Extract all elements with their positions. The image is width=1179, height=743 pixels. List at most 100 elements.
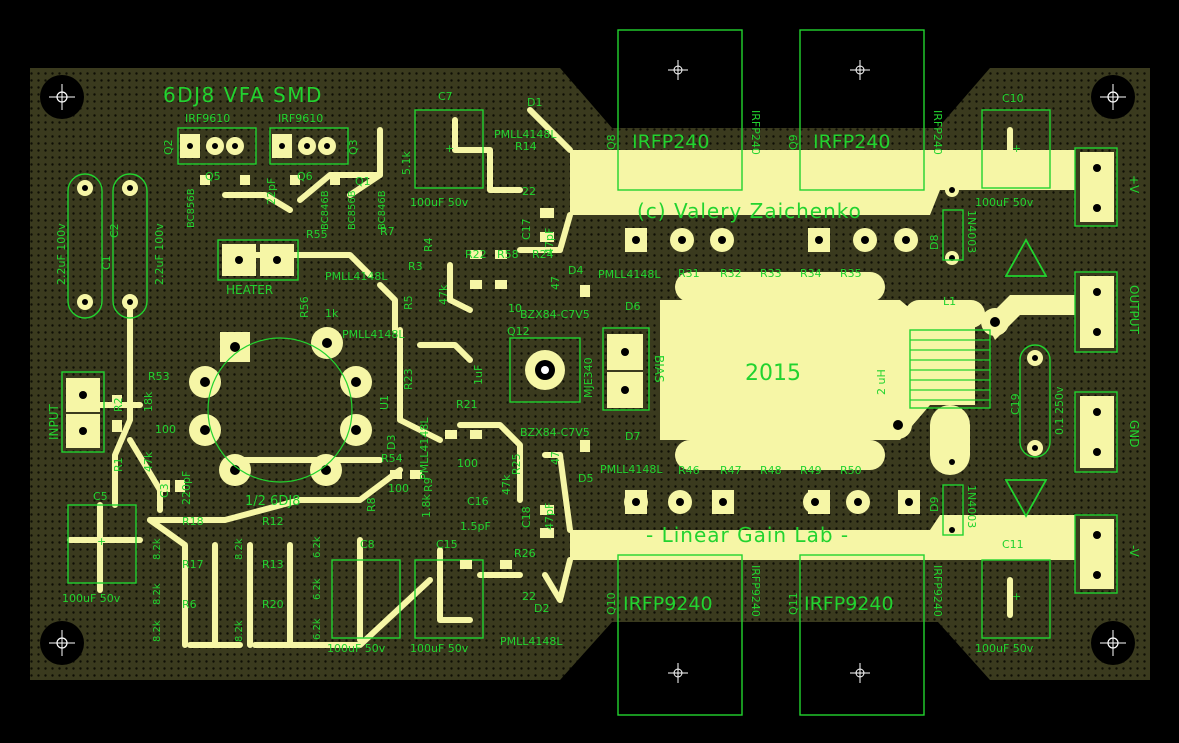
r22-ref: R22: [465, 248, 487, 261]
q8-part-side: IRFP240: [749, 110, 762, 155]
smd-pads: [112, 175, 856, 569]
r12-ref: R12: [262, 515, 284, 528]
d1-part: PMLL4148L: [494, 128, 557, 141]
pads: [77, 180, 1043, 537]
q9-part: IRFP240: [813, 131, 890, 153]
c11-value: 100uF 50v: [975, 642, 1034, 655]
c17-value: 47pF: [543, 228, 556, 255]
bc846-label: BC846B: [320, 190, 331, 230]
r53-value: 100: [155, 423, 176, 436]
q12-part: MJE340: [582, 357, 595, 398]
c16-value: 1.5pF: [460, 520, 491, 533]
copyright-label: (c) Valery Zaichenko: [637, 199, 862, 223]
r-value-47-a: 47: [549, 276, 562, 290]
l1-ref: L1: [943, 295, 956, 308]
d3-part: PMLL4148L: [418, 417, 431, 480]
bias-label: BIAS: [652, 355, 666, 383]
d9-ref: D9: [928, 497, 941, 512]
q3-part: IRF9610: [278, 112, 323, 125]
mounting-hole: [40, 621, 84, 665]
r26-value: 22: [522, 590, 536, 603]
d2-part: PMLL4148L: [500, 635, 563, 648]
r-value-47k-b: 47k: [500, 474, 513, 495]
q11-part-side: IRFP9240: [931, 565, 944, 617]
q9-part-side: IRFP240: [931, 110, 944, 155]
vplus-label: +V: [1127, 175, 1141, 194]
q10-part-side: IRFP9240: [749, 565, 762, 617]
r-value-8k2-a: 8.2k: [152, 538, 163, 560]
c18-ref: C18: [520, 506, 533, 528]
d6-ref: D6: [625, 300, 640, 313]
r-value-8k2-c: 8.2k: [152, 620, 163, 642]
d6-part: PMLL4148L: [598, 268, 661, 281]
r-value-47-b: 47: [549, 451, 562, 465]
r9-ref: R9: [422, 477, 435, 492]
c2-value: 2.2uF 100v: [153, 223, 166, 285]
c19-value: 0.1 250v: [1053, 386, 1066, 435]
r58-ref: R58: [497, 248, 519, 261]
c11-ref: C11: [1002, 538, 1024, 551]
r-value-8k2-e: 8.2k: [234, 620, 245, 642]
c1-value: 2.2uF 100v: [55, 223, 68, 285]
r24-ref: R24: [532, 248, 554, 261]
r6-ref: R6: [182, 598, 197, 611]
r31-ref: R31: [678, 267, 700, 280]
r48-ref: R48: [760, 464, 782, 477]
c7-plus: +: [445, 142, 454, 155]
mounting-hole: [40, 75, 84, 119]
d9-part: 1N4003: [965, 485, 978, 528]
c7-value: 100uF 50v: [410, 196, 469, 209]
c-1uf-value: 1uF: [472, 365, 485, 385]
r8-ref: R8: [365, 497, 378, 512]
r54-ref: R54: [381, 452, 403, 465]
q2-ref: Q2: [162, 139, 175, 155]
d7-ref: D7: [625, 430, 640, 443]
r20-ref: R20: [262, 598, 284, 611]
d7-zener: BZX84-C7V5: [520, 426, 590, 439]
r17-ref: R17: [182, 558, 204, 571]
q5-ref: Q5: [205, 170, 221, 183]
q11-part: IRFP9240: [804, 593, 894, 615]
tube-socket-pads: [189, 327, 372, 486]
c5-plus: +: [97, 535, 106, 548]
r2-value: 18k: [142, 391, 155, 412]
c19-ref: C19: [1009, 393, 1022, 415]
c8-ref: C8: [360, 538, 375, 551]
r53-ref: R53: [148, 370, 170, 383]
r13-ref: R13: [262, 558, 284, 571]
r-value-100: 100: [457, 457, 478, 470]
c1-ref: C1: [100, 255, 113, 270]
r26-ref: R26: [514, 547, 536, 560]
r5-ref: R5: [402, 295, 415, 310]
r47-ref: R47: [720, 464, 742, 477]
q8-part: IRFP240: [632, 131, 709, 153]
gnd-label: GND: [1127, 420, 1141, 448]
r49-ref: R49: [800, 464, 822, 477]
pmll-left-b: PMLL4148L: [342, 328, 405, 341]
bc856-label: BC856B: [186, 188, 197, 228]
d8-ref: D8: [928, 235, 941, 250]
r55-ref: R55: [306, 228, 328, 241]
component-outlines: [61, 109, 1118, 639]
c7-ref: C7: [438, 90, 453, 103]
r3-ref: R3: [408, 260, 423, 273]
r35-ref: R35: [840, 267, 862, 280]
r34-ref: R34: [800, 267, 822, 280]
lab-label: - Linear Gain Lab -: [646, 523, 849, 547]
mounting-holes: [40, 75, 1135, 665]
r33-ref: R33: [760, 267, 782, 280]
r-value-6k2-a: 6.2k: [312, 536, 323, 558]
year-label: 2015: [745, 361, 801, 386]
r1-value: 47k: [142, 451, 155, 472]
c5-value: 100uF 50v: [62, 592, 121, 605]
r4-ref: R4: [422, 237, 435, 252]
r1-ref: R1: [112, 457, 125, 472]
q10-ref: Q10: [605, 592, 618, 615]
r-value-1k8: 1.8k: [420, 494, 433, 518]
vminus-label: -V: [1127, 545, 1141, 558]
silkscreen-text: 6DJ8 VFA SMD (c) Valery Zaichenko - Line…: [47, 83, 1141, 655]
pmll-left-a: PMLL4148L: [325, 270, 388, 283]
input-label: INPUT: [47, 403, 61, 440]
r46-ref: R46: [678, 464, 700, 477]
